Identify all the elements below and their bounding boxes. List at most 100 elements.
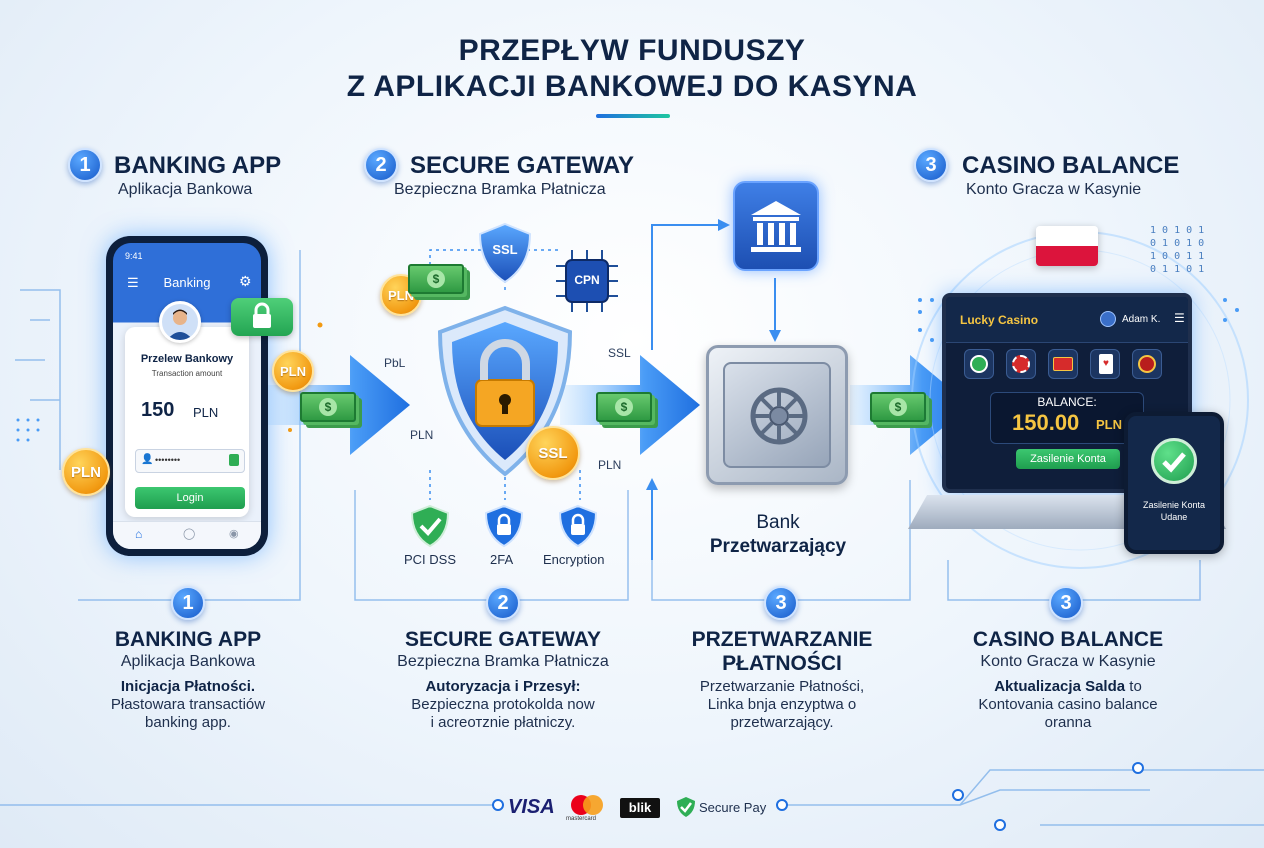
lock-icon — [229, 454, 239, 466]
secure-message-bubble — [231, 298, 293, 336]
balance-currency: PLN — [1096, 417, 1122, 432]
transfer-amount: 150 — [141, 399, 175, 421]
gear-icon[interactable]: ⚙ — [239, 273, 252, 289]
deposit-button[interactable]: Zasilenie Konta — [1016, 449, 1120, 469]
money-bill-icon — [596, 392, 652, 422]
section-1-subtitle: Aplikacja Bankowa — [118, 181, 253, 198]
two-factor-shield-icon — [484, 504, 524, 548]
step-2-line2: i acreотznie płatniczy. — [430, 714, 576, 731]
pin-mask: •••••••• — [155, 455, 181, 465]
step-3-line2: Linka bnja enzyptwa o — [707, 696, 857, 713]
success-line2: Udane — [1160, 512, 1188, 522]
security-shield-icon — [437, 305, 573, 477]
step-3-title-line2: PŁATNOŚCI — [722, 652, 842, 675]
security-item-encryption: Encryption — [543, 552, 605, 567]
bank-label-line1: Bank — [756, 512, 800, 533]
step-2-bold: Autoryzacja i Przesył: — [425, 678, 581, 695]
amount-label: Transaction amount — [151, 369, 223, 378]
phone-time: 9:41 — [125, 251, 143, 261]
settings-icon[interactable]: ◉ — [229, 528, 239, 540]
step-3-line1: Przetwarzanie Płatności, — [699, 678, 865, 695]
user-avatar-icon[interactable] — [1100, 311, 1116, 327]
avatar — [159, 301, 201, 343]
money-bill-icon — [870, 392, 926, 422]
step-4-line2: oranna — [1044, 714, 1092, 731]
step-4-number: 3 — [1049, 586, 1083, 620]
section-3-number: 3 — [914, 148, 948, 182]
step-4-bold-suffix: to — [1125, 678, 1142, 695]
step-1-subtitle: Aplikacja Bankowa — [120, 653, 256, 670]
secure-pay-shield-icon — [677, 797, 695, 817]
user-icon — [167, 309, 193, 340]
section-3-subtitle: Konto Gracza w Kasynie — [966, 181, 1142, 198]
success-check-icon — [1151, 438, 1197, 484]
success-tablet: Zasilenie Konta Udane — [1124, 412, 1224, 554]
step-4-subtitle: Konto Gracza w Kasynie — [980, 653, 1156, 670]
pin-input[interactable] — [135, 449, 245, 473]
step-4-line1: Kontovania casino balance — [978, 696, 1158, 713]
money-bill-icon — [300, 392, 356, 422]
section-1-title: BANKING APP — [114, 152, 282, 179]
flow-label: PbL — [384, 356, 406, 370]
transfer-card — [125, 327, 249, 517]
pln-coin: PLN — [62, 448, 110, 496]
step-4-title: CASINO BALANCE — [972, 628, 1164, 651]
ssl-coin: SSL — [526, 426, 580, 480]
cards-game-icon[interactable]: ♥ — [1090, 349, 1120, 379]
shield-icon[interactable]: ◯ — [183, 528, 196, 540]
bank-label-line2: Przetwarzający — [709, 536, 847, 557]
cpu-chip-label: CPN — [574, 273, 600, 287]
security-item-2fa: 2FA — [490, 552, 514, 567]
balance-label: BALANCE: — [1037, 395, 1097, 409]
step-1-title: BANKING APP — [114, 628, 262, 651]
casino-user: Adam K. — [1122, 314, 1161, 325]
cpu-chip-icon — [556, 250, 618, 312]
flow-label: SSL — [608, 346, 631, 360]
step-3-line3: przetwarzający. — [730, 714, 834, 731]
visa-logo: VISA — [508, 796, 555, 818]
flow-label: PLN — [598, 458, 622, 472]
bank-building-tile — [733, 181, 819, 271]
encryption-shield-icon — [558, 504, 598, 548]
step-1-bold: Inicjacja Płatności. — [120, 678, 256, 695]
money-bill-icon — [408, 264, 464, 294]
phone-header: Banking — [163, 275, 211, 290]
slots-game-icon[interactable] — [1048, 349, 1078, 379]
section-1-number: 1 — [68, 148, 102, 182]
step-1-line1: Płastowara transactiów — [110, 696, 266, 713]
home-icon[interactable]: ⌂ — [135, 527, 143, 541]
poker-chip-game-icon[interactable] — [1132, 349, 1162, 379]
blik-logo: blik — [620, 798, 660, 818]
menu-icon[interactable]: ☰ — [1174, 311, 1185, 325]
balance-box — [990, 392, 1144, 444]
vault-wheel-icon — [750, 387, 808, 445]
binary-decoration: 1 0 1 0 1 0 1 0 1 0 1 0 0 1 1 0 1 1 0 1 — [1150, 225, 1205, 275]
bank-vault — [706, 345, 848, 485]
chip-game-icon[interactable] — [1006, 349, 1036, 379]
step-2-number: 2 — [486, 586, 520, 620]
login-button[interactable]: Login — [135, 487, 245, 509]
balance-value: 150.00 — [1012, 410, 1080, 435]
user-small-icon: 👤 — [141, 454, 154, 465]
step-4-bold: Aktualizacja Salda — [994, 678, 1126, 695]
ssl-badge-label: SSL — [492, 242, 518, 257]
step-2-line1: Bezpieczna protokolda now — [411, 696, 595, 713]
section-2-subtitle: Bezpieczna Bramka Płatnicza — [394, 181, 606, 198]
step-2-title: SECURE GATEWAY — [404, 628, 602, 651]
bank-building-icon — [751, 201, 801, 252]
flow-label: PLN — [410, 428, 434, 442]
mastercard-logo-icon — [571, 795, 603, 815]
section-2-number: 2 — [364, 148, 398, 182]
menu-icon[interactable]: ☰ — [127, 275, 139, 290]
step-3-title-line1: PRZETWARZANIE — [691, 628, 873, 651]
roulette-game-icon[interactable] — [964, 349, 994, 379]
poland-flag-icon — [1036, 226, 1098, 266]
casino-brand: Lucky Casino — [960, 313, 1039, 327]
phone-screen: 9:41 ☰ Banking ⚙ Przelew Bankowy Transac… — [113, 243, 261, 549]
pci-dss-shield-icon — [410, 504, 450, 548]
transfer-currency: PLN — [193, 405, 219, 420]
step-1-line2: banking app. — [145, 714, 231, 731]
section-2-title: SECURE GATEWAY — [410, 152, 635, 179]
banking-phone: 9:41 ☰ Banking ⚙ Przelew Bankowy Transac… — [106, 236, 268, 556]
secure-pay-label: Secure Pay — [699, 800, 767, 815]
